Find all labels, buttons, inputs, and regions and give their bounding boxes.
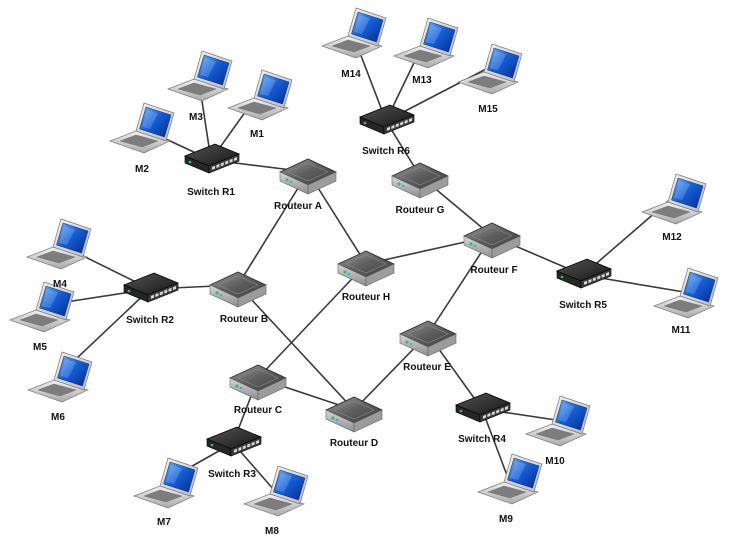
link-r4-m9: [481, 408, 509, 479]
switch-r5-label: Switch R5: [559, 300, 607, 311]
laptop-m3-icon: [166, 50, 233, 102]
switch-r1-label: Switch R1: [187, 187, 235, 198]
link-c-h: [257, 263, 367, 379]
laptop-m5-icon: [8, 281, 75, 333]
laptop-m12-icon: [640, 173, 707, 225]
laptop-m11-icon: [652, 267, 719, 319]
switch-r1-icon: [183, 143, 241, 174]
router-c-icon: [229, 364, 287, 401]
router-b-label: Routeur B: [220, 314, 268, 325]
laptop-m10-icon: [524, 395, 591, 447]
laptop-m4-icon: [25, 218, 92, 270]
link-a-b: [237, 171, 309, 286]
switch-r4-icon: [454, 392, 512, 423]
router-f-icon: [463, 222, 521, 259]
laptop-m1-label: M1: [250, 129, 264, 140]
laptop-m7-icon: [132, 457, 199, 509]
laptop-m3-label: M3: [189, 112, 203, 123]
laptop-m5-label: M5: [33, 342, 47, 353]
laptop-m10-label: M10: [545, 456, 565, 467]
laptop-m8-icon: [242, 465, 309, 517]
router-h-label: Routeur H: [342, 292, 390, 303]
router-e-label: Routeur E: [403, 362, 451, 373]
laptop-m2-icon: [108, 102, 175, 154]
switch-r6-label: Switch R6: [362, 146, 410, 157]
switch-r3-label: Switch R3: [208, 469, 256, 480]
laptop-m1-icon: [226, 69, 293, 121]
labels-layer: Routeur A Routeur B Routeur C Routeur D Rout…: [33, 69, 691, 537]
laptop-m9-icon: [476, 453, 543, 505]
router-g-icon: [391, 162, 449, 199]
laptop-m13-icon: [392, 17, 459, 69]
switch-r6-icon: [358, 104, 416, 135]
laptop-m8-label: M8: [265, 526, 279, 537]
switch-r2-icon: [122, 272, 180, 303]
laptop-m13-label: M13: [412, 75, 432, 86]
laptop-m7-label: M7: [157, 517, 171, 528]
router-f-label: Routeur F: [470, 265, 517, 276]
router-a-icon: [279, 158, 337, 195]
router-a-label: Routeur A: [274, 201, 322, 212]
router-e-icon: [399, 320, 457, 357]
router-c-label: Routeur C: [234, 405, 282, 416]
switch-r3-icon: [205, 426, 263, 457]
laptop-m15-label: M15: [478, 104, 498, 115]
laptop-m12-label: M12: [662, 232, 682, 243]
laptop-m11-label: M11: [672, 325, 691, 336]
laptop-m2-label: M2: [135, 164, 149, 175]
laptop-m4-label: M4: [53, 279, 67, 290]
laptop-m15-icon: [456, 43, 523, 95]
router-b-icon: [209, 271, 267, 308]
laptop-m14-label: M14: [341, 69, 361, 80]
switch-r4-label: Switch R4: [458, 434, 506, 445]
router-h-icon: [337, 250, 395, 287]
nodes-layer: [8, 7, 719, 517]
link-b-d: [237, 284, 355, 411]
switch-r2-label: Switch R2: [126, 315, 174, 326]
router-d-label: Routeur D: [330, 438, 378, 449]
router-d-icon: [325, 396, 383, 433]
switch-r5-icon: [555, 258, 613, 289]
laptop-m9-label: M9: [499, 514, 513, 525]
laptop-m6-icon: [26, 351, 93, 403]
laptop-m14-icon: [320, 7, 387, 59]
router-g-label: Routeur G: [396, 205, 445, 216]
laptop-m6-label: M6: [51, 412, 65, 423]
